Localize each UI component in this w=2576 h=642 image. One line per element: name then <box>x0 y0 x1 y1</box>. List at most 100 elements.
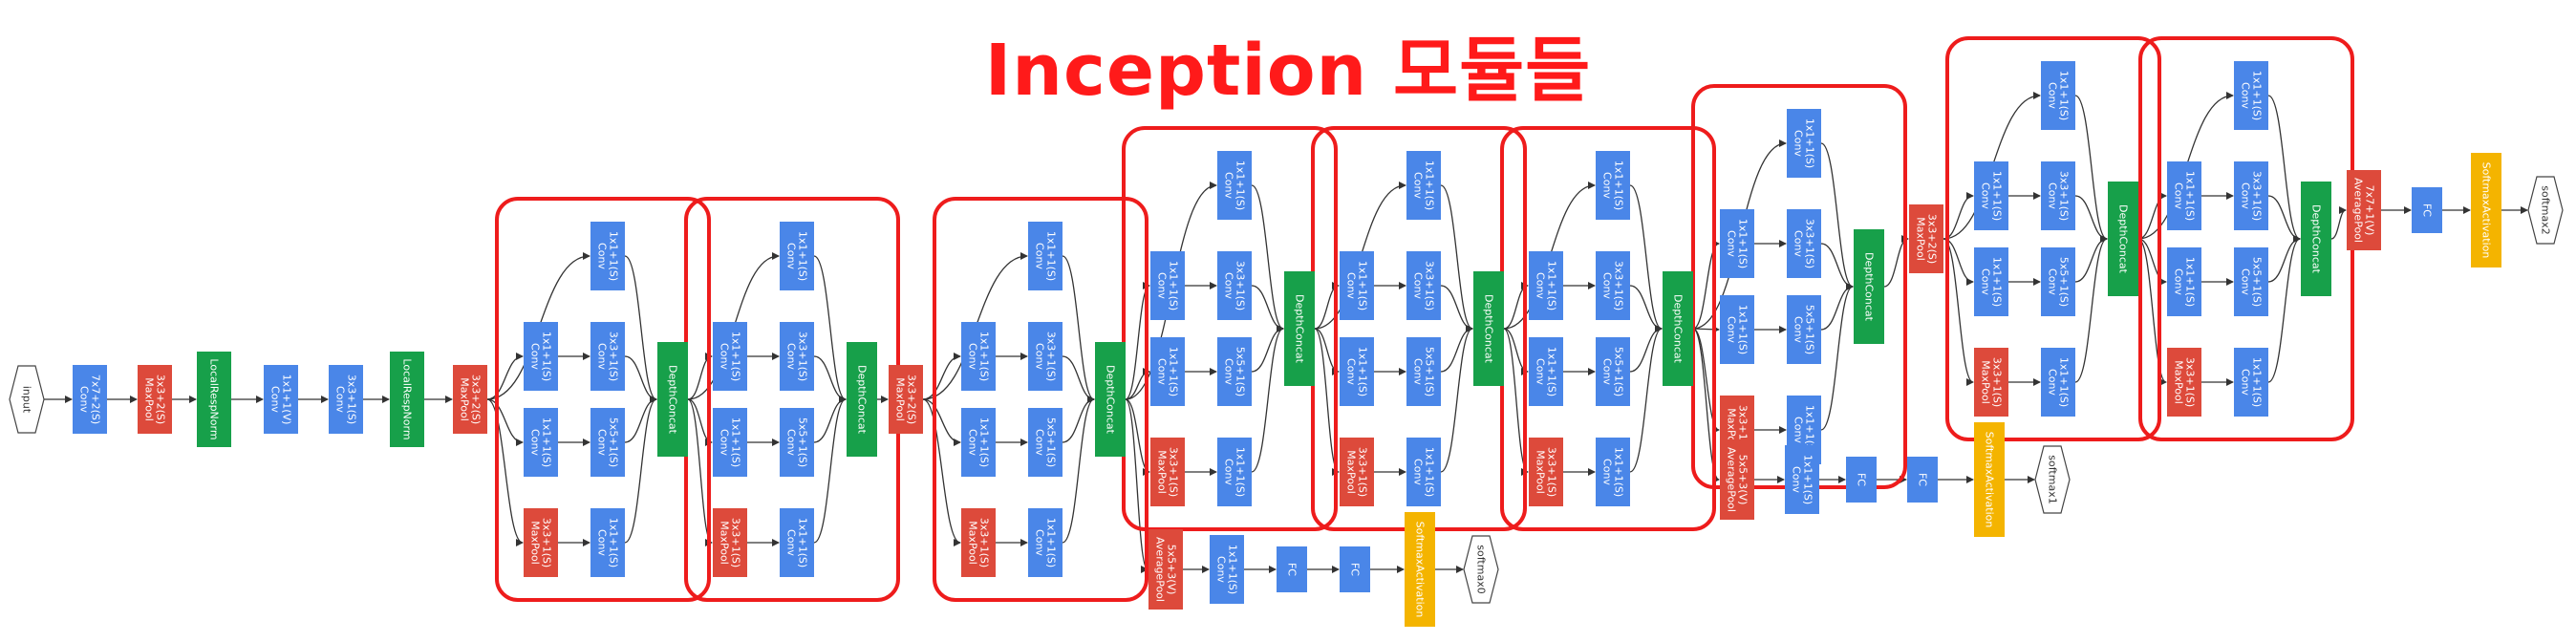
aux1-pool-label-1: 5x5+3(V) <box>1737 455 1750 505</box>
inception-3b-b4a-box <box>713 508 747 577</box>
inception-4c-b2a-box <box>1340 251 1374 320</box>
inception-3a-b1-label-1: 1x1+1(S) <box>608 231 620 281</box>
aux1-fc1-label-0: FC <box>1856 473 1868 486</box>
inception-3b-b4b-box <box>780 508 814 577</box>
inception-5a-b2b-label-1: 3x3+1(S) <box>2058 171 2071 221</box>
inception-5a-b4a-label-0: MaxPool <box>1980 360 1992 404</box>
final-out-shape <box>2527 176 2564 245</box>
inception-4d-cat-label-0: DepthConcat <box>1672 294 1685 364</box>
inception-3b-cat-box <box>847 342 877 457</box>
inception-3b-b2a-label-1: 1x1+1(S) <box>730 332 742 381</box>
inception-4b-b2a-label-0: Conv <box>1156 272 1169 299</box>
inception-4d-b3b-box <box>1596 337 1630 406</box>
edge-inception-5b-b4b-inception-5b-cat <box>2267 235 2301 383</box>
inception-4d-b2b-label-1: 3x3+1(S) <box>1613 261 1625 310</box>
inception-4c-b3a-label-1: 1x1+1(S) <box>1357 347 1369 396</box>
aux0-act-box <box>1405 512 1435 627</box>
aux0-fc1-label-0: FC <box>1286 563 1299 576</box>
inception-4c-b3a-box <box>1340 337 1374 406</box>
aux1-out-node: softmax1 <box>2034 445 2071 514</box>
inception-4a-b1-box <box>1028 222 1063 290</box>
pool3-label-0: MaxPool <box>894 377 907 421</box>
inception-3a-cat-box <box>657 342 688 457</box>
stem-conv3-label-0: Conv <box>334 386 347 413</box>
inception-5a-b3a-box <box>1974 247 2008 316</box>
inception-4c-b3a-label-0: Conv <box>1345 358 1358 385</box>
inception-5a-b3b-label-1: 5x5+1(S) <box>2058 257 2071 307</box>
inception-5b-b4b-label-1: 1x1+1(S) <box>2251 357 2264 407</box>
inception-4a-b3b-label-0: Conv <box>1034 429 1046 456</box>
inception-4a-b1-label-1: 1x1+1(S) <box>1045 231 1058 281</box>
inception-5b-b4a-label-1: 3x3+1(S) <box>2184 357 2197 407</box>
stem-conv2-label-0: Conv <box>269 386 282 413</box>
inception-5b-b2b-box <box>2234 161 2268 230</box>
inception-5b-b1-label-0: Conv <box>2240 82 2252 109</box>
stem-conv1-box <box>73 365 107 434</box>
inception-5b-cat-label-0: DepthConcat <box>2310 204 2323 274</box>
edge-inception-4e-b4b-inception-4e-cat <box>1820 283 1854 431</box>
inception-4c-b4a-box <box>1340 438 1374 506</box>
aux0-pool-label-0: AveragePool <box>1154 537 1167 602</box>
final-fc-box <box>2412 187 2442 233</box>
aux0-fc2-node: FC <box>1340 546 1370 592</box>
inception-4e-b3b-label-1: 5x5+1(S) <box>1804 305 1816 354</box>
stem-conv3-box <box>329 365 363 434</box>
aux0-fc1-node: FC <box>1277 546 1307 592</box>
inception-3b-b3a-label-1: 1x1+1(S) <box>730 417 742 467</box>
inception-5a-b4a-label-1: 3x3+1(S) <box>1991 357 2004 407</box>
lrn2-box <box>390 352 424 447</box>
inception-4a-b2a-box <box>961 322 996 391</box>
aux1-fc1-node: FC <box>1846 457 1877 503</box>
final-pool-label-0: AveragePool <box>2352 178 2365 243</box>
inception-4b-b3b-box <box>1217 337 1252 406</box>
inception-4c-b4b-label-1: 1x1+1(S) <box>1424 447 1436 497</box>
inception-4a-b2b-label-1: 3x3+1(S) <box>1045 332 1058 381</box>
pool4-label-1: 3x3+2(S) <box>1926 214 1939 264</box>
inception-4c-b4b-label-0: Conv <box>1412 459 1425 485</box>
inception-4b-cat-box <box>1284 271 1315 386</box>
inception-5b-b3b-label-1: 5x5+1(S) <box>2251 257 2264 307</box>
inception-5a-b1-label-1: 1x1+1(S) <box>2058 71 2071 120</box>
inception-4e-b2b-label-0: Conv <box>1792 230 1805 257</box>
lrn2-label-0: LocalRespNorm <box>401 358 414 439</box>
inception-5a-b2b-box <box>2041 161 2075 230</box>
inception-4d-b4a-label-1: 3x3+1(S) <box>1546 447 1558 497</box>
inception-4e-b1-box <box>1787 109 1821 178</box>
inception-4c-b4a-label-0: MaxPool <box>1345 450 1358 494</box>
inception-4b-b2a-label-1: 1x1+1(S) <box>1168 261 1180 310</box>
stem-pool1-label-1: 3x3+2(S) <box>155 374 167 424</box>
inception-4d-cat-node: DepthConcat <box>1663 271 1693 386</box>
aux0-out-shape <box>1463 535 1499 604</box>
final-act-label-0: SoftmaxActivation <box>2480 162 2493 259</box>
inception-4c-b2b-label-1: 3x3+1(S) <box>1424 261 1436 310</box>
inception-4e-b2b-label-1: 3x3+1(S) <box>1804 219 1816 268</box>
inception-3a-cat-label-0: DepthConcat <box>667 365 679 435</box>
inception-4a-b4a-box <box>961 508 996 577</box>
aux1-fc2-node: FC <box>1907 457 1938 503</box>
inception-4d-cat-box <box>1663 271 1693 386</box>
pool2-label-1: 3x3+2(S) <box>470 374 483 424</box>
inception-5b-b4a-box <box>2167 348 2201 417</box>
inception-3b-b1-label-1: 1x1+1(S) <box>797 231 809 281</box>
inception-4c-b1-box <box>1406 151 1441 220</box>
inception-3b-b2b-label-1: 3x3+1(S) <box>797 332 809 381</box>
inception-4d-b2a-box <box>1529 251 1563 320</box>
